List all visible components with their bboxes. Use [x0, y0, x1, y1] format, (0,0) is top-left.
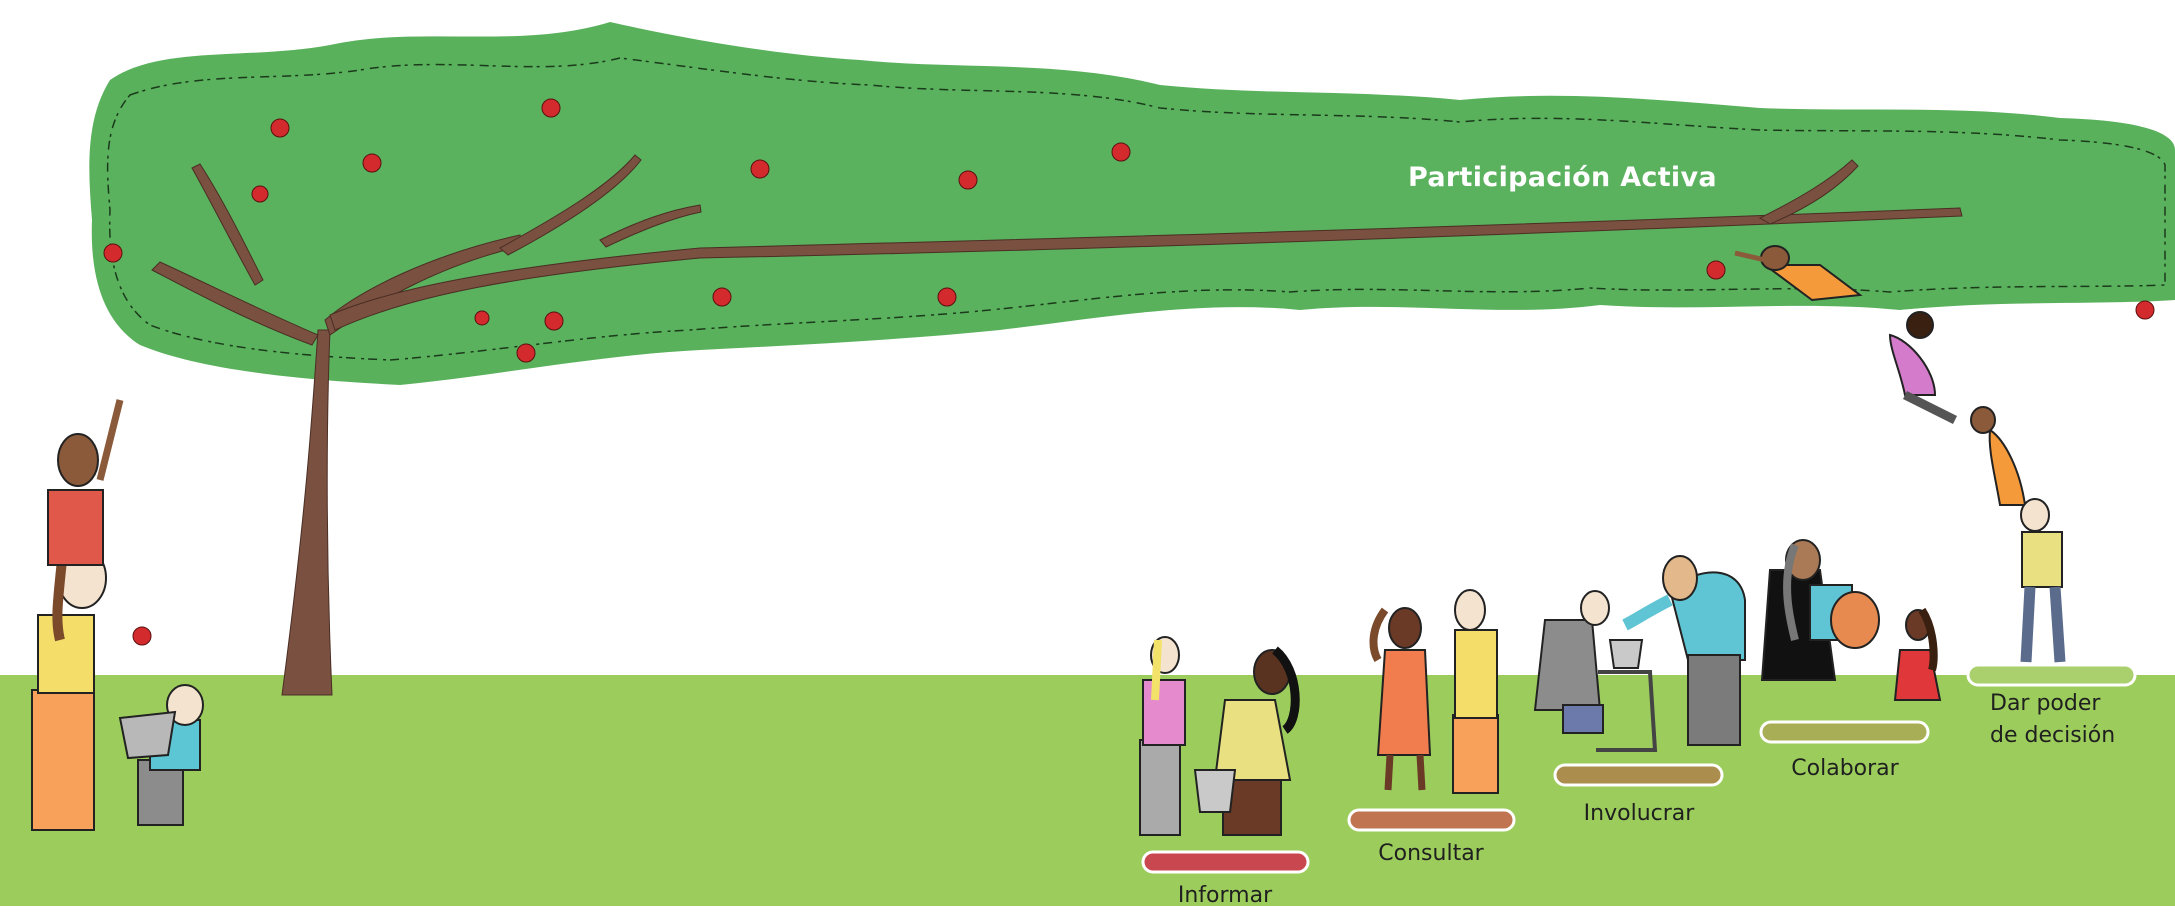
level-bar-involucrar [1555, 765, 1722, 785]
apple [545, 312, 563, 330]
apple [475, 311, 489, 325]
level-bar-consultar [1349, 810, 1514, 830]
apple [959, 171, 977, 189]
level-label-involucrar: Involucrar [1564, 798, 1714, 830]
apple [1112, 143, 1130, 161]
tree-canopy [89, 22, 2175, 385]
level-label-consultar: Consultar [1356, 838, 1506, 870]
apple [363, 154, 381, 172]
apple [713, 288, 731, 306]
diagram-title: Participación Activa [1408, 162, 1717, 193]
apple [104, 244, 122, 262]
apple [938, 288, 956, 306]
apple [751, 160, 769, 178]
apple [271, 119, 289, 137]
level-label-dar-poder: Dar poder de decisión [1990, 688, 2140, 752]
level-label-dar-poder-line1: Dar poder [1990, 688, 2140, 720]
apple [133, 627, 151, 645]
level-label-colaborar: Colaborar [1770, 753, 1920, 785]
apple [542, 99, 560, 117]
level-label-informar: Informar [1150, 880, 1300, 912]
level-bar-colaborar [1761, 722, 1928, 742]
apple [2136, 301, 2154, 319]
apple [1707, 261, 1725, 279]
level-label-dar-poder-line2: de decisión [1990, 720, 2140, 752]
level-bar-dar-poder [1968, 665, 2135, 685]
apple [252, 186, 268, 202]
grass [0, 675, 2175, 906]
level-bar-informar [1143, 852, 1308, 872]
apple [517, 344, 535, 362]
